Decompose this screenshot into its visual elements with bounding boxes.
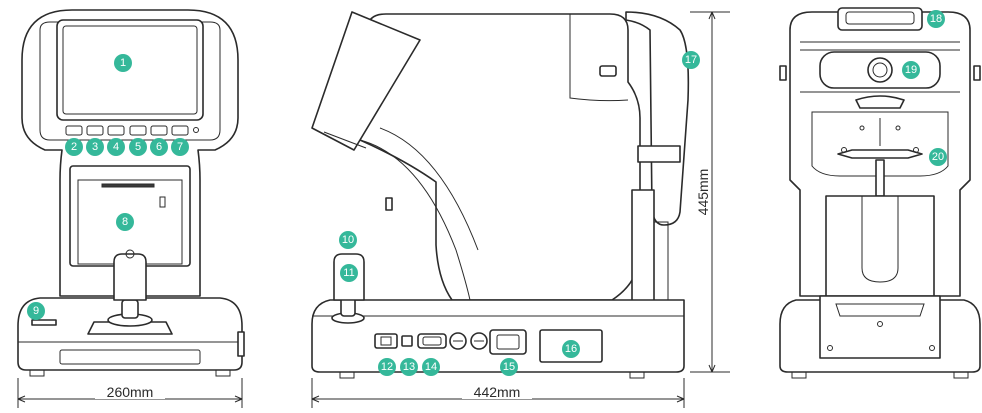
svg-text:4: 4 [113, 141, 119, 153]
svg-text:19: 19 [905, 64, 917, 76]
badge-17: 17 [682, 51, 700, 69]
badge-7: 7 [171, 138, 189, 156]
badge-3: 3 [86, 138, 104, 156]
svg-text:12: 12 [381, 361, 393, 373]
svg-text:20: 20 [932, 151, 944, 163]
svg-text:6: 6 [156, 141, 162, 153]
svg-text:11: 11 [343, 267, 354, 279]
front-width-label: 260mm [107, 384, 154, 400]
badge-16: 16 [562, 340, 580, 358]
svg-text:13: 13 [403, 361, 415, 373]
badge-15: 15 [500, 358, 518, 376]
svg-text:1: 1 [120, 57, 126, 69]
svg-text:5: 5 [135, 141, 141, 153]
badge-19: 19 [902, 61, 920, 79]
front-view: 260mm [17, 9, 245, 408]
badge-4: 4 [107, 138, 125, 156]
badge-5: 5 [129, 138, 147, 156]
badge-2: 2 [65, 138, 83, 156]
back-view [779, 7, 981, 379]
side-depth-label: 442mm [474, 384, 521, 400]
svg-text:17: 17 [685, 54, 697, 66]
badge-8: 8 [116, 213, 134, 231]
svg-text:3: 3 [92, 141, 98, 153]
badge-10: 10 [339, 231, 357, 249]
svg-text:16: 16 [565, 343, 577, 355]
badge-13: 13 [400, 358, 418, 376]
badge-18: 18 [927, 10, 945, 28]
svg-text:14: 14 [425, 361, 437, 373]
badge-12: 12 [378, 358, 396, 376]
badge-1: 1 [114, 54, 132, 72]
svg-text:18: 18 [930, 13, 942, 25]
svg-text:2: 2 [71, 141, 77, 153]
badge-20: 20 [929, 148, 947, 166]
svg-text:7: 7 [177, 141, 183, 153]
svg-text:9: 9 [33, 305, 39, 317]
badge-14: 14 [422, 358, 440, 376]
badge-11: 11 [340, 264, 358, 282]
side-height-label: 445mm [695, 169, 711, 216]
svg-text:8: 8 [122, 216, 128, 228]
svg-text:10: 10 [342, 234, 354, 246]
svg-text:15: 15 [503, 361, 515, 373]
badge-9: 9 [27, 302, 45, 320]
side-view: 442mm 445mm [311, 11, 730, 408]
badge-6: 6 [150, 138, 168, 156]
